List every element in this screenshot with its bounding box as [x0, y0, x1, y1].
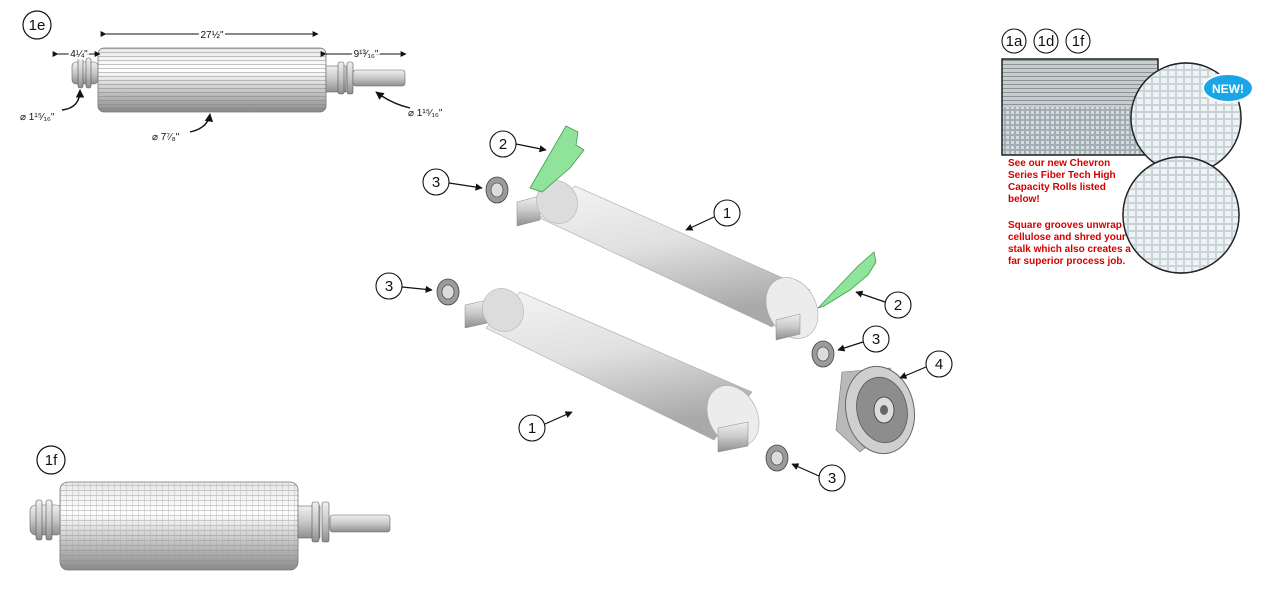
- scraper-right: [817, 251, 877, 309]
- callout-1-top: 1: [723, 205, 731, 222]
- promo-text-1: See our new Chevron Series Fiber Tech Hi…: [1008, 158, 1116, 205]
- label-1e: 1e: [29, 17, 46, 34]
- exploded-assembly: 2 3 1 3 2 3 4 1 3: [375, 125, 953, 492]
- new-badge: [1202, 73, 1254, 103]
- label-1d: 1d: [1038, 33, 1055, 50]
- promo-text-2: Square grooves unwrap cellulose and shre…: [1008, 220, 1131, 267]
- label-circle-1e: [22, 10, 52, 40]
- callout-3-mid-right: 3: [872, 331, 880, 348]
- callout-4: 4: [935, 356, 943, 373]
- roll-1e: 1e 27½" 4¼" 9¹³⁄₁₆" ⌀ 1¹⁵⁄₁₆" ⌀ 1¹⁵⁄₁₆" …: [20, 10, 443, 143]
- bearing-bottom: [765, 444, 789, 472]
- callout-2-top: 2: [499, 136, 507, 153]
- scraper-top: [529, 125, 585, 193]
- label-circle-1f-bottom: [36, 445, 66, 475]
- callout-2-right: 2: [894, 297, 902, 314]
- bearing-mid-left: [436, 278, 460, 306]
- bearing-mid-right: [811, 340, 835, 368]
- pulley: [835, 365, 915, 455]
- dim-length: 27½": [200, 30, 223, 41]
- dim-right-diameter: ⌀ 1¹⁵⁄₁₆": [408, 108, 443, 119]
- callout-1-bottom: 1: [528, 420, 536, 437]
- roll-1f: 1f: [29, 445, 391, 571]
- bearing-top-left: [485, 176, 509, 204]
- label-1f-top: 1f: [1072, 33, 1085, 50]
- callout-3-bottom: 3: [828, 470, 836, 487]
- dim-roll-diameter: ⌀ 7⁷⁄₈": [152, 132, 180, 143]
- dim-left-shaft: 4¼": [70, 48, 88, 60]
- new-badge-text: NEW!: [1212, 82, 1244, 96]
- callout-3-top-left: 3: [432, 174, 440, 191]
- label-1f-bottom: 1f: [45, 452, 58, 469]
- texture-inset: 1a 1d 1f NEW!: [1001, 28, 1254, 274]
- lower-roll: [464, 288, 760, 453]
- dim-left-diameter: ⌀ 1¹⁵⁄₁₆": [20, 112, 55, 123]
- callout-3-mid-left: 3: [385, 278, 393, 295]
- label-1a: 1a: [1006, 33, 1023, 50]
- upper-roll: [516, 180, 819, 341]
- dim-right-shaft: 9¹³⁄₁₆": [354, 49, 379, 60]
